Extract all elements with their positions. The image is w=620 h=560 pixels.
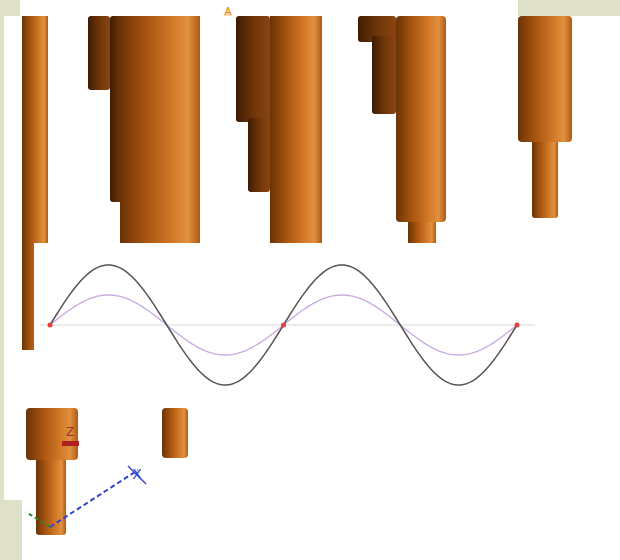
large-wave [50,265,517,385]
x-axis-tick [128,466,146,484]
wave-axis [40,324,535,326]
frame-band [0,500,22,560]
y-axis [26,512,50,527]
frame-band [0,0,4,500]
marker-letter: A [225,7,232,17]
node-point [48,323,53,328]
marker-glyph [223,7,233,16]
axis-label: Z [66,426,74,438]
z-axis-marker [62,441,79,446]
wave-panel [34,243,535,408]
small-wave [50,295,517,355]
copper-rods [22,16,572,535]
frame-band [518,0,620,16]
x-axis [50,470,138,527]
node-point [281,323,286,328]
axis-label: X [132,467,142,481]
node-point [515,323,520,328]
